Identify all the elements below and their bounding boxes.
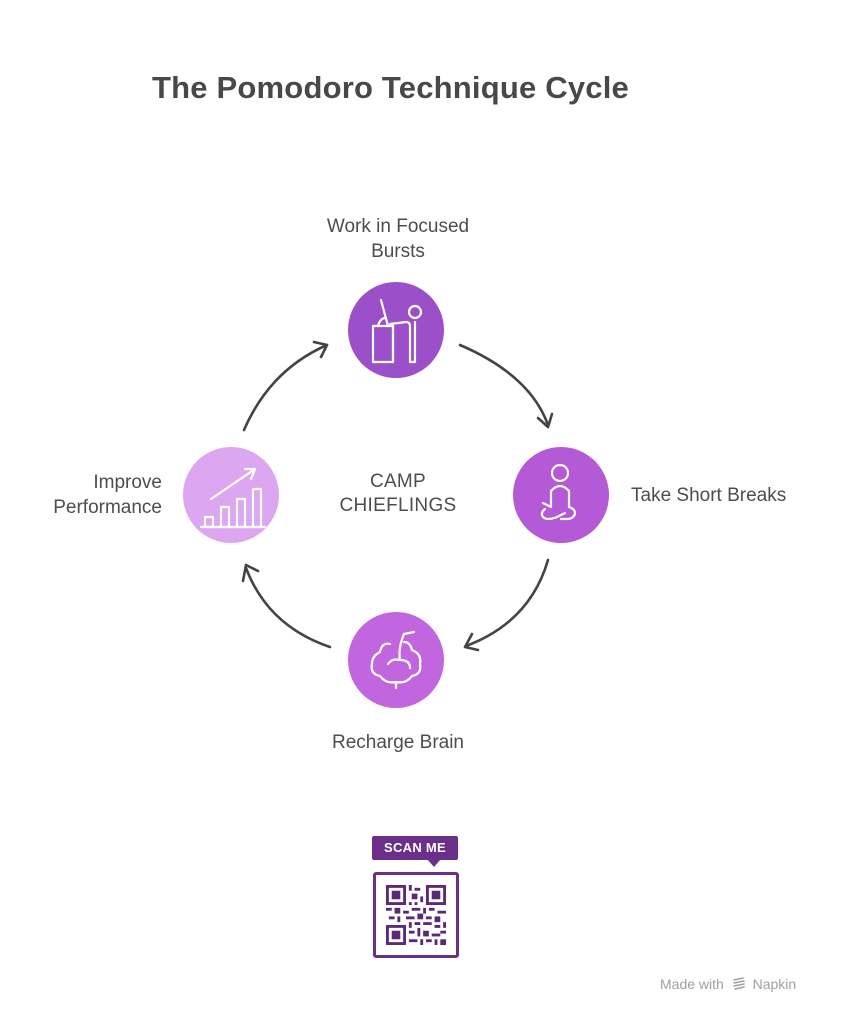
step-label-recharge: Recharge Brain [331, 732, 465, 753]
step-node-improve [183, 447, 279, 543]
arrow-work-to-breaks [458, 343, 550, 427]
qr-code-block[interactable]: SCAN ME [372, 836, 460, 958]
step-label-breaks: Take Short Breaks [631, 485, 787, 506]
step-label-improve-line2: Performance [53, 497, 162, 518]
arrow-improve-to-work [242, 343, 329, 432]
made-with-napkin[interactable]: Made with Napkin [660, 976, 796, 994]
person-at-desk-icon [371, 298, 423, 364]
qr-code-icon [386, 885, 446, 945]
napkin-brand-text: Napkin [752, 976, 797, 992]
arrow-improve-to-work-head [312, 340, 329, 359]
center-label-line1: CAMP [369, 471, 427, 492]
made-with-text: Made with [660, 976, 724, 992]
center-label-line2: CHIEFLINGS [339, 495, 457, 516]
arrow-breaks-to-recharge [464, 558, 550, 648]
step-node-recharge [348, 612, 444, 708]
step-label-work: Work in Focused Bursts [303, 214, 493, 264]
arrow-breaks-to-recharge-head [463, 632, 480, 652]
scan-me-badge: SCAN ME [372, 836, 458, 860]
brain-icon [370, 630, 422, 690]
arrow-recharge-to-improve [244, 566, 332, 649]
scan-badge-tail [427, 859, 441, 867]
arrow-recharge-to-improve-head [241, 563, 260, 583]
step-label-work-line2: Bursts [371, 241, 425, 262]
arrow-work-to-breaks-head [536, 412, 554, 429]
step-label-improve-line1: Improve [93, 472, 162, 493]
diagram-title: The Pomodoro Technique Cycle [152, 70, 629, 105]
center-label: CAMP CHIEFLINGS [318, 470, 478, 518]
step-label-work-line1: Work in Focused [326, 216, 470, 237]
meditation-icon [540, 463, 577, 521]
step-node-breaks [513, 447, 609, 543]
step-label-improve: Improve Performance [30, 470, 162, 520]
qr-code[interactable] [373, 872, 459, 958]
napkin-logo-icon [732, 976, 746, 994]
step-node-work [348, 282, 444, 378]
growth-chart-icon [199, 467, 267, 529]
